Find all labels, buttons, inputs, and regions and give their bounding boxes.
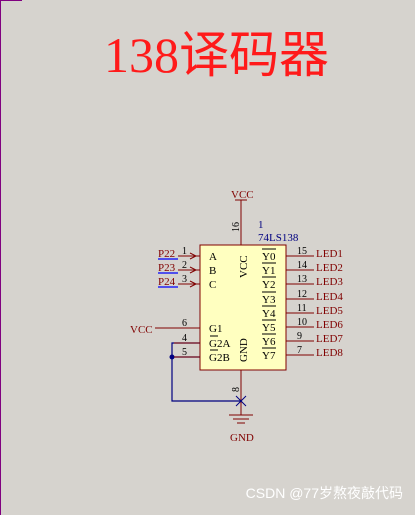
input-pin-number: 1 — [182, 246, 187, 257]
output-net-label: LED2 — [316, 262, 343, 274]
input-net-label: P24 — [158, 276, 176, 288]
watermark: CSDN @77岁熬夜敲代码 — [245, 485, 403, 501]
wire-cross-mark-b — [235, 395, 247, 407]
chip-ref: 1 — [258, 219, 264, 231]
output-net-label: LED3 — [316, 276, 343, 288]
output-pin-number: 9 — [297, 331, 302, 342]
vcc-top-label: VCC — [231, 189, 254, 201]
gnd-pin-number: 8 — [231, 387, 242, 392]
output-pin-name: Y5 — [262, 322, 276, 334]
output-pin-number: 15 — [297, 246, 307, 257]
output-pin-name: Y7 — [262, 350, 276, 362]
input-pin-number: 2 — [182, 260, 187, 271]
output-pin-name: Y4 — [262, 308, 276, 320]
input-arrow — [189, 280, 198, 288]
enable-pin-number: 6 — [182, 318, 187, 329]
gnd-bottom-label: GND — [230, 432, 254, 444]
output-pin-name: Y0 — [262, 251, 276, 263]
input-pin-name: C — [209, 279, 216, 291]
output-pin-number: 13 — [297, 274, 307, 285]
input-pin-name: A — [209, 251, 217, 263]
output-pin-name: Y2 — [262, 279, 275, 291]
output-net-label: LED1 — [316, 248, 343, 260]
input-net-label: P23 — [158, 262, 176, 274]
gnd-internal-label: GND — [238, 338, 250, 362]
output-net-label: LED4 — [316, 291, 343, 303]
page-title: 138译码器 — [104, 27, 329, 83]
output-pin-name: Y3 — [262, 294, 276, 306]
input-arrow — [189, 266, 198, 274]
vcc-pin-number: 16 — [231, 222, 242, 232]
enable-pin-number: 5 — [182, 347, 187, 358]
output-pin-name: Y6 — [262, 336, 276, 348]
enable-vcc-label: VCC — [130, 324, 153, 336]
chip-part: 74LS138 — [258, 232, 299, 244]
output-net-label: LED7 — [316, 333, 343, 345]
enable-pin-name: G2B — [209, 352, 230, 364]
output-net-label: LED5 — [316, 305, 343, 317]
vcc-internal-label: VCC — [238, 255, 250, 278]
input-pin-number: 3 — [182, 274, 187, 285]
output-net-label: LED6 — [316, 319, 343, 331]
enable-pin-name: G1 — [209, 323, 222, 335]
output-pin-number: 10 — [297, 317, 307, 328]
output-net-label: LED8 — [316, 347, 343, 359]
enable-pin-number: 4 — [182, 333, 187, 344]
output-pin-number: 14 — [297, 260, 307, 271]
enable-pin-name: G2A — [209, 338, 230, 350]
output-pin-number: 12 — [297, 289, 307, 300]
input-pin-name: B — [209, 265, 216, 277]
output-pin-name: Y1 — [262, 265, 275, 277]
output-pin-number: 7 — [297, 345, 302, 356]
input-arrow — [189, 252, 198, 260]
output-pin-number: 11 — [297, 303, 307, 314]
junction-dot — [169, 354, 175, 360]
input-net-label: P22 — [158, 248, 175, 260]
chip-body[interactable] — [199, 244, 287, 371]
